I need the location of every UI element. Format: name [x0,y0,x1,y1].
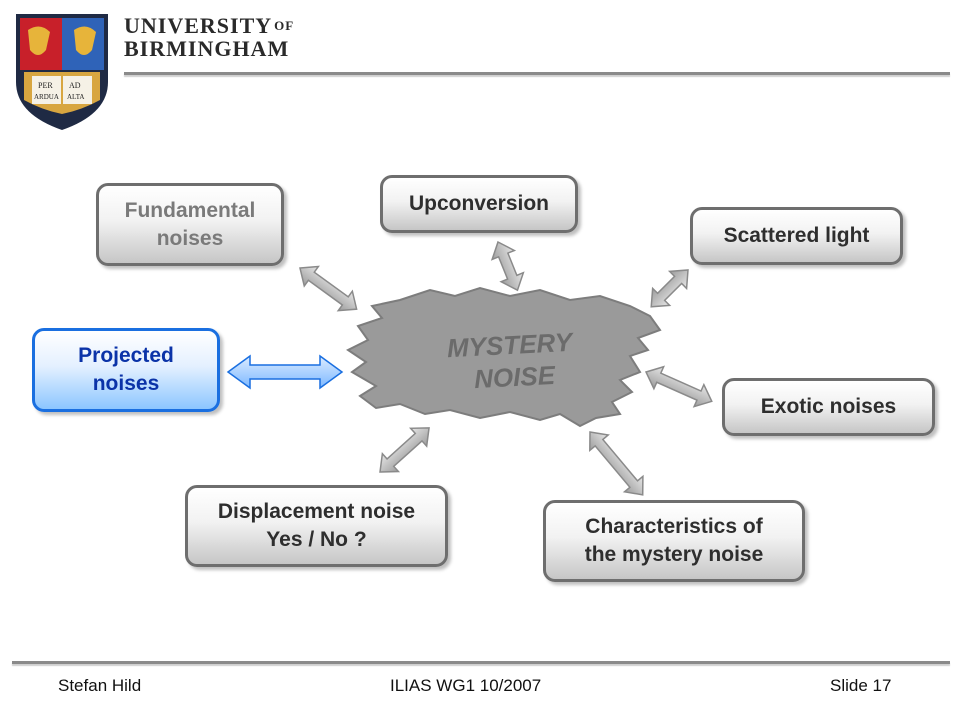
university-crest-logo: PER AD ARDUA ALTA [16,14,108,130]
box-displacement-noise: Displacement noise Yes / No ? [185,485,448,567]
box-projected-noises: Projected noises [32,328,220,412]
box-characteristics-label: Characteristics of the mystery noise [584,515,764,566]
svg-text:ARDUA: ARDUA [34,93,59,101]
box-upconversion: Upconversion [380,175,578,233]
box-projected-label: Projected noises [78,344,174,395]
arrow-scattered [650,269,689,308]
cloud-label-line1: MYSTERY [446,327,575,364]
university-of: OF [274,18,295,33]
arrow-projected [226,354,344,390]
crest-motto-text: PER [38,81,53,90]
box-exotic-noises: Exotic noises [722,378,935,436]
box-scattered-label: Scattered light [723,224,870,247]
box-upconversion-label: Upconversion [408,192,550,215]
box-displacement-label: Displacement noise Yes / No ? [217,500,416,551]
svg-text:ALTA: ALTA [67,93,84,101]
arrow-upconversion [490,240,525,292]
arrow-exotic [644,365,713,408]
arrow-characteristics [589,431,644,496]
footer-author: Stefan Hild [58,676,142,695]
arrow-displacement [379,427,430,473]
box-exotic-label: Exotic noises [760,395,897,418]
cloud-label-line2: NOISE [473,360,556,394]
university-line2: BIRMINGHAM [124,36,290,61]
footer-slide-number: Slide 17 [830,676,892,695]
box-fundamental-label: Fundamental noises [124,198,256,250]
box-fundamental-noises: Fundamental noises [96,183,284,266]
mystery-noise-cloud [346,286,662,428]
university-line1: UNIVERSITY [124,13,273,38]
header-rule [124,72,950,75]
footer-rule [12,661,950,664]
box-characteristics: Characteristics of the mystery noise [543,500,805,582]
arrow-fundamental [299,265,358,312]
svg-text:AD: AD [69,81,81,90]
box-scattered-light: Scattered light [690,207,903,265]
footer-event: ILIAS WG1 10/2007 [390,676,542,695]
